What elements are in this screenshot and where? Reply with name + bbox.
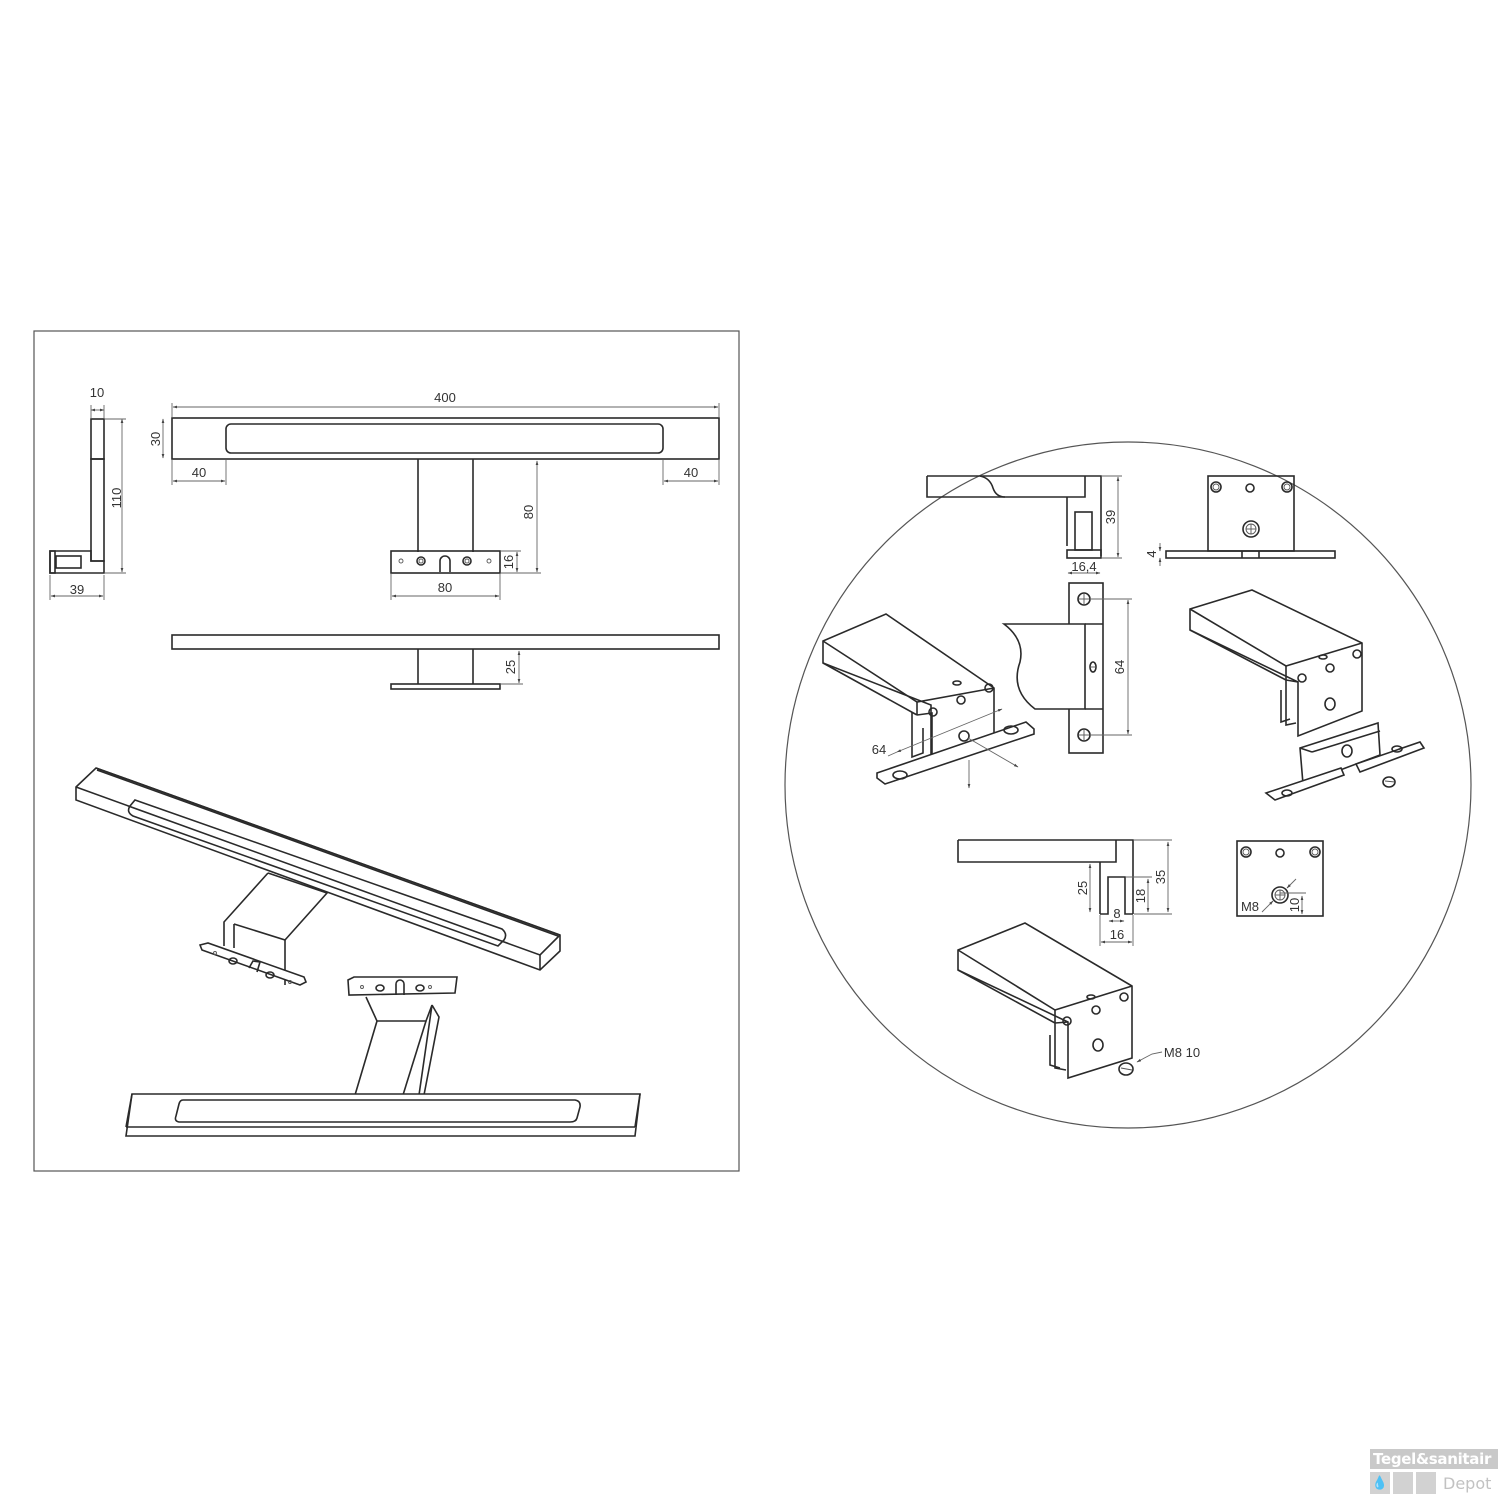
logo-square — [1393, 1472, 1413, 1494]
dim-arm: 25 — [1075, 881, 1090, 895]
dim-inset-right: 40 — [684, 465, 698, 480]
dim-screw-offset: 10 — [1287, 898, 1302, 912]
side-view: 10 110 39 — [49, 385, 126, 600]
water-drop-icon: 💧 — [1370, 1472, 1390, 1494]
detail-side-profile: 39 16,4 — [926, 475, 1122, 575]
detail-screw-face: M8 10 — [1236, 840, 1324, 917]
dim-side-height: 110 — [109, 488, 124, 509]
detail-iso-mount-exploded — [1189, 589, 1426, 801]
dim-height: 30 — [148, 432, 163, 446]
dim-detail-height: 39 — [1103, 510, 1118, 524]
dim-plate-height: 16 — [501, 555, 516, 569]
top-view: 25 — [171, 634, 720, 690]
label-thread: M8 — [1241, 899, 1259, 914]
detail-section: 25 18 35 8 16 — [957, 839, 1172, 946]
dim-length: 400 — [434, 390, 456, 405]
logo-square — [1416, 1472, 1436, 1494]
dim-side-depth: 39 — [70, 582, 84, 597]
dim-side-width: 10 — [90, 385, 104, 400]
dim-slot-width: 8 — [1113, 906, 1120, 921]
dim-total-height: 35 — [1153, 870, 1168, 884]
detail-front-mount: 64 — [1001, 582, 1132, 754]
dim-hole-spacing: 64 — [1112, 660, 1127, 674]
iso-view-lamp-angled — [75, 767, 561, 986]
detail-circle — [784, 441, 1472, 1129]
dim-plate-thickness: 4 — [1144, 550, 1159, 557]
dim-arm-height: 80 — [521, 505, 536, 519]
logo-sub-text: Depot — [1443, 1473, 1492, 1493]
detail-iso-screw: M8 10 — [957, 922, 1200, 1080]
logo-brand-text: Tegel&sanitair — [1370, 1449, 1498, 1469]
dim-plate-offset: 25 — [503, 660, 518, 674]
left-panel-frame — [33, 330, 740, 1172]
dim-detail-width: 16,4 — [1071, 559, 1096, 574]
detail-iso-mount-left: 64 — [822, 613, 1035, 789]
dim-plate-width: 80 — [438, 580, 452, 595]
front-view: 400 30 40 40 80 16 80 — [148, 390, 720, 600]
dim-inset-left: 40 — [192, 465, 206, 480]
label-screw-spec: M8 10 — [1164, 1045, 1200, 1060]
detail-plate-front: 4 — [1144, 475, 1336, 566]
dim-iso-spacing: 64 — [872, 742, 886, 757]
dim-width: 16 — [1110, 927, 1124, 942]
brand-logo: Tegel&sanitair 💧 Depot — [1370, 1449, 1498, 1494]
dim-slot-height: 18 — [1133, 889, 1148, 903]
iso-view-lamp-front — [125, 976, 641, 1137]
